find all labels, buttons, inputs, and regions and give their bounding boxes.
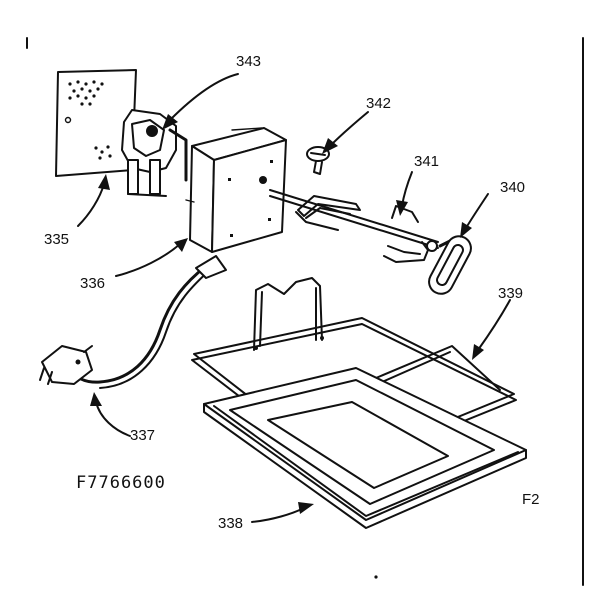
part-label-335: 335 (44, 231, 69, 248)
drawing-code: F7766600 (76, 473, 166, 493)
part-label-341: 341 (414, 153, 439, 170)
mounting-plate-part (55, 69, 137, 177)
part-label-338: 338 (218, 515, 243, 532)
part-number-labels: 343 342 341 340 335 336 339 337 338 (44, 53, 525, 532)
motor-bracket-part (121, 109, 188, 197)
frame-marks (26, 37, 584, 586)
part-label-340: 340 (500, 179, 525, 196)
part-label-343: 343 (236, 53, 261, 70)
power-cord-part (39, 255, 227, 389)
leader-arrows (77, 73, 511, 523)
part-label-342: 342 (366, 95, 391, 112)
figure-ref: F2 (522, 491, 540, 508)
handle-part (428, 235, 472, 295)
drip-pan-part (203, 367, 527, 529)
part-label-339: 339 (498, 285, 523, 302)
spit-forks-part (269, 189, 439, 263)
part-label-337: 337 (130, 427, 155, 444)
rotisserie-motor-part (185, 127, 287, 253)
part-label-336: 336 (80, 275, 105, 292)
